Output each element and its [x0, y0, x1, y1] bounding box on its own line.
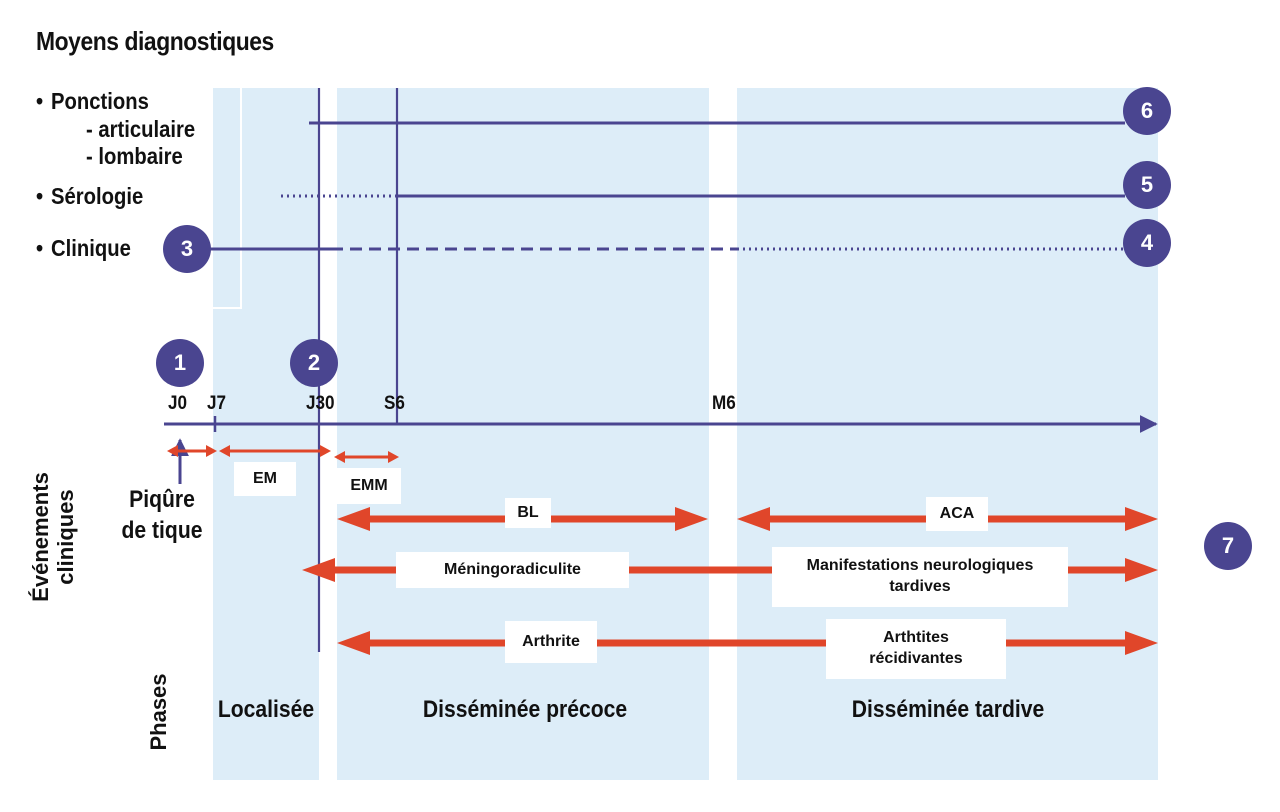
manifestations-line-1: Manifestations neurologiques — [806, 557, 1034, 575]
tick-j7: J7 — [207, 393, 227, 414]
method-articulaire: - articulaire — [86, 116, 196, 142]
bullet-ponctions: • — [36, 88, 44, 114]
page-title: Moyens diagnostiques — [36, 26, 274, 56]
manifestations-line-2: tardives — [889, 578, 951, 595]
phase-bg-precoce — [337, 88, 709, 780]
emm-arrow — [334, 451, 399, 463]
arthrites-line-1: Arthtites — [883, 629, 949, 647]
method-serologie: Sérologie — [51, 183, 144, 209]
j0-j7-arrow — [167, 445, 217, 457]
bullet-serologie: • — [36, 183, 44, 209]
label-emm: EMM — [337, 468, 401, 504]
tick-j30: J30 — [306, 393, 335, 414]
label-em: EM — [234, 462, 296, 496]
method-clinique: Clinique — [51, 235, 131, 261]
badge-4: 4 — [1123, 219, 1171, 267]
phase-localisee: Localisée — [217, 696, 315, 723]
method-lombaire: - lombaire — [86, 143, 183, 169]
arthrite-arrow — [337, 631, 1158, 655]
em-arrow — [219, 445, 331, 457]
events-axis-label: Événements cliniques — [28, 462, 79, 612]
events-axis-line-2: cliniques — [53, 489, 79, 585]
badge-7: 7 — [1204, 522, 1252, 570]
piqure-label: Piqûre de tique — [118, 484, 206, 546]
label-arthrites-recidivantes: Arthtites récidivantes — [826, 619, 1006, 679]
tick-m6: M6 — [712, 393, 736, 414]
localized-inset-frame — [213, 88, 242, 309]
badge-1: 1 — [156, 339, 204, 387]
badge-3: 3 — [163, 225, 211, 273]
arthrites-line-2: récidivantes — [869, 650, 963, 667]
events-axis-line-1: Événements — [28, 472, 53, 602]
label-arthrite: Arthrite — [505, 621, 597, 663]
label-meningoradiculite: Méningoradiculite — [396, 552, 629, 588]
badge-6: 6 — [1123, 87, 1171, 135]
badge-2: 2 — [290, 339, 338, 387]
piqure-line-2: de tique — [121, 517, 203, 545]
badge-5: 5 — [1123, 161, 1171, 209]
bullet-clinique: • — [36, 235, 44, 261]
phase-tardive: Disséminée tardive — [851, 696, 1045, 723]
phase-precoce: Disséminée précoce — [422, 696, 628, 723]
piqure-line-1: Piqûre — [129, 486, 195, 513]
tick-s6: S6 — [384, 393, 405, 414]
phase-bg-localisee — [213, 88, 319, 780]
label-manifestations: Manifestations neurologiques tardives — [772, 547, 1068, 607]
label-aca: ACA — [926, 497, 988, 531]
phases-axis-label: Phases — [146, 673, 171, 751]
method-ponctions: Ponctions — [51, 88, 149, 114]
label-bl: BL — [505, 498, 551, 528]
tick-j0: J0 — [168, 393, 188, 414]
